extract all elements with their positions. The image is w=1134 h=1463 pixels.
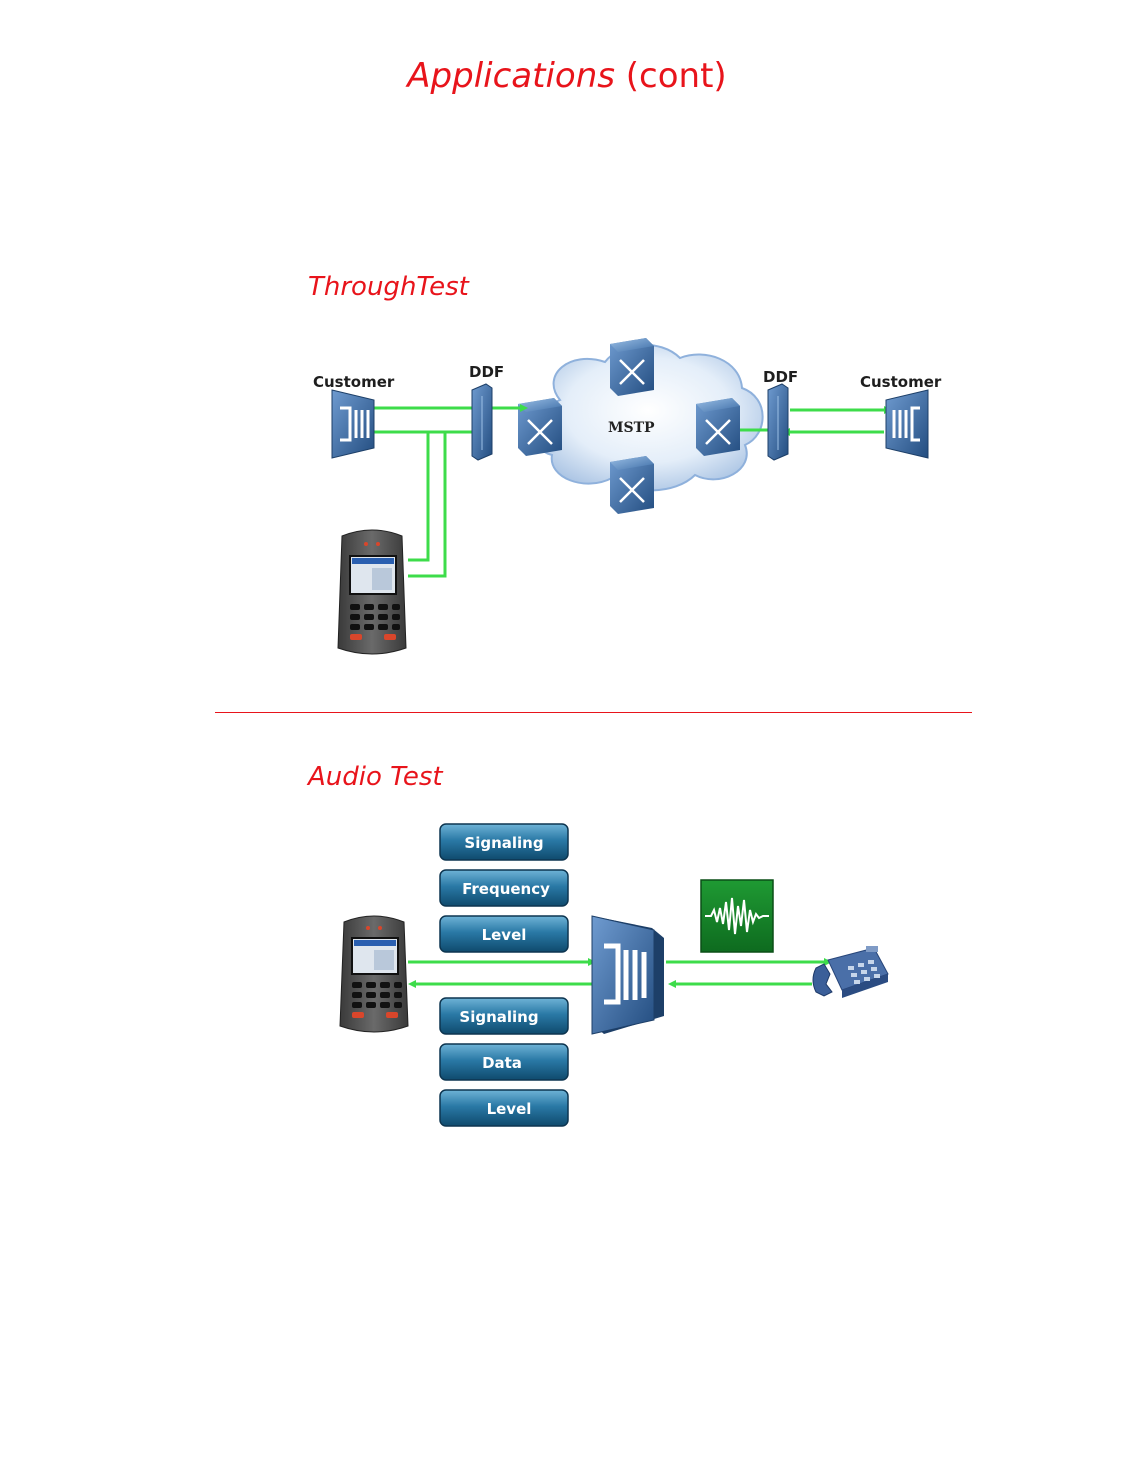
audio-link-lines — [408, 960, 824, 986]
page-title-suffix: (cont) — [614, 56, 727, 96]
mux-device-icon — [591, 915, 664, 1035]
page-title-main: Applications — [407, 56, 615, 96]
incoming-pill-signaling: Signaling — [439, 997, 569, 1035]
outgoing-pill-signaling: Signaling — [439, 823, 569, 861]
link-lines — [374, 406, 884, 578]
ddf-right-label: DDF — [763, 368, 798, 386]
pill-label: Data — [482, 1054, 522, 1072]
pill-label: Signaling — [459, 1008, 538, 1026]
incoming-pill-data: Data — [439, 1043, 569, 1081]
waveform-icon — [700, 879, 774, 953]
handheld-tester-icon — [337, 529, 407, 655]
pill-label: Frequency — [462, 880, 550, 898]
mux-device-icon — [885, 389, 929, 459]
customer-right-label: Customer — [860, 373, 942, 391]
ddf-left-label: DDF — [469, 363, 504, 381]
ddf-panel-icon — [767, 383, 789, 461]
pill-label: Level — [487, 1100, 532, 1118]
mstp-label: MSTP — [608, 420, 655, 436]
audio-test-diagram: Signaling Frequency Level Signaling Data… — [339, 823, 889, 1127]
pill-label: Signaling — [464, 834, 543, 852]
handheld-tester-icon — [339, 915, 409, 1033]
audio-test-title: Audio Test — [308, 762, 443, 792]
pill-label: Level — [482, 926, 527, 944]
through-test-diagram: Customer DDF DDF Customer MSTP — [313, 338, 942, 655]
telephone-icon — [812, 946, 889, 998]
switch-node-icon — [696, 398, 740, 456]
through-test-title: ThroughTest — [308, 272, 469, 302]
switch-node-icon — [610, 338, 654, 396]
switch-node-icon — [610, 456, 654, 514]
section-divider — [215, 712, 972, 713]
outgoing-pill-frequency: Frequency — [439, 869, 569, 907]
mux-device-icon — [331, 389, 375, 459]
incoming-pill-level: Level — [439, 1089, 569, 1127]
ddf-panel-icon — [471, 383, 493, 461]
page-title: Applications (cont) — [0, 56, 1134, 96]
outgoing-pill-level: Level — [439, 915, 569, 953]
customer-left-label: Customer — [313, 373, 395, 391]
switch-node-icon — [518, 398, 562, 456]
